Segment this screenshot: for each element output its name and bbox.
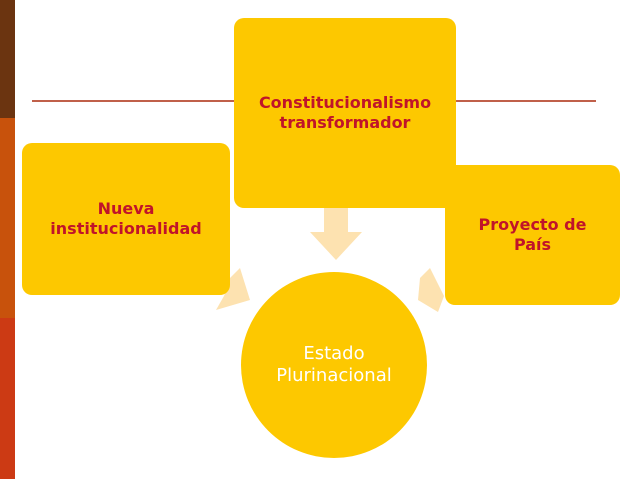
node-constitucionalismo-label: Constitucionalismo transformador xyxy=(258,93,432,132)
arrow-down-icon xyxy=(310,208,362,260)
decorative-stripe-middle xyxy=(0,118,15,318)
arrow-right-icon xyxy=(418,268,444,312)
decorative-stripe-top xyxy=(0,0,15,118)
node-constitucionalismo: Constitucionalismo transformador xyxy=(234,18,456,208)
node-estado-plurinacional: Estado Plurinacional xyxy=(241,272,427,458)
node-nueva-institucionalidad: Nueva institucionalidad xyxy=(22,143,230,295)
divider-line-left xyxy=(32,100,242,102)
node-nueva-institucionalidad-label: Nueva institucionalidad xyxy=(50,199,202,238)
node-proyecto-de-pais-label: Proyecto de País xyxy=(478,215,587,254)
divider-line-right xyxy=(452,100,596,102)
decorative-stripe-bottom xyxy=(0,318,15,479)
arrow-left-icon xyxy=(216,268,250,310)
node-estado-plurinacional-label: Estado Plurinacional xyxy=(276,343,392,386)
node-proyecto-de-pais: Proyecto de País xyxy=(445,165,620,305)
